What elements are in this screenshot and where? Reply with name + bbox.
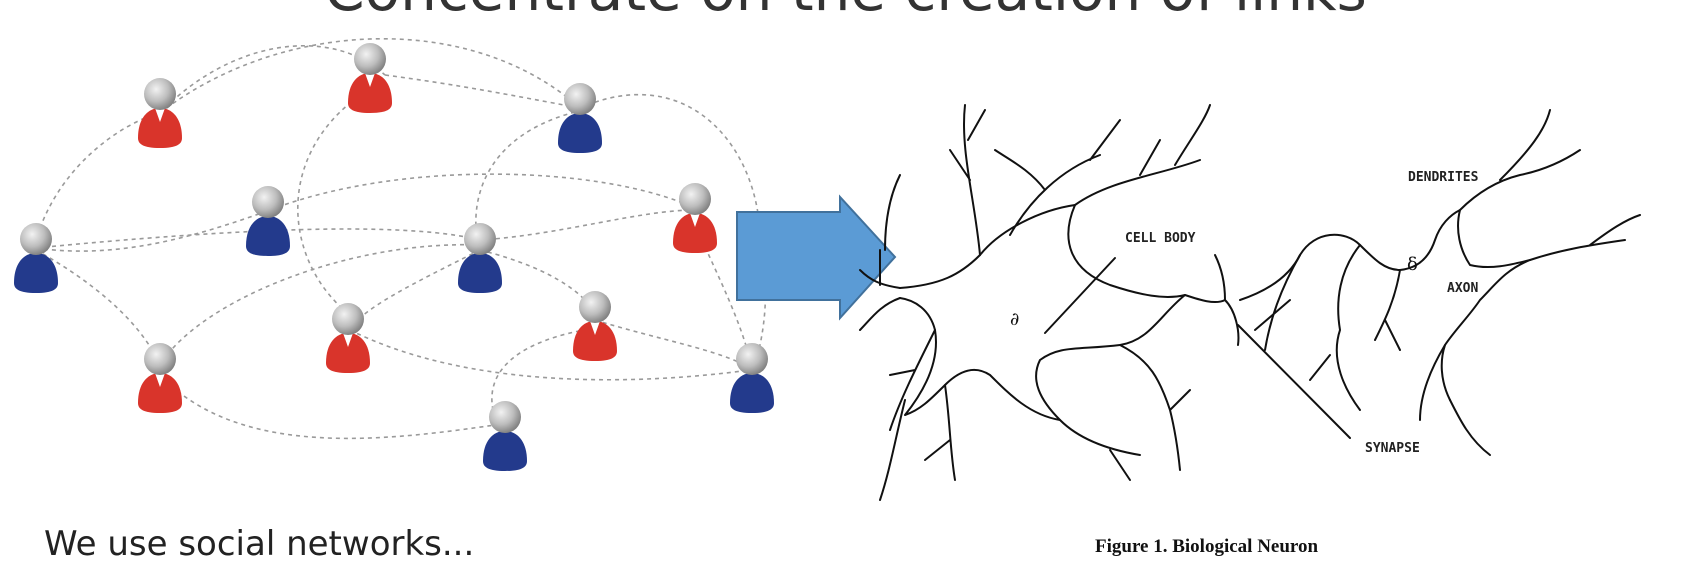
nucleus-mark: ∂ (1010, 309, 1019, 330)
person-node-red (138, 343, 182, 413)
person-node-red (138, 78, 182, 148)
network-nodes (14, 43, 774, 471)
label-synapse: SYNAPSE (1365, 441, 1420, 456)
figure-caption: Figure 1. Biological Neuron (1095, 536, 1319, 557)
person-node-red (326, 303, 370, 373)
person-node-red (673, 183, 717, 253)
label-cell-body: CELL BODY (1125, 231, 1196, 246)
neuron-figure (859, 104, 1641, 501)
social-network-diagram (14, 37, 774, 471)
person-node-red (348, 43, 392, 113)
person-node-blue (483, 401, 527, 471)
nucleus-mark: δ (1407, 254, 1418, 275)
slide-caption: We use social networks... (44, 524, 475, 564)
label-dendrites: DENDRITES (1408, 170, 1479, 185)
person-node-blue (730, 343, 774, 413)
person-node-red (573, 291, 617, 361)
slide-title: Concentrate on the creation of links (0, 0, 1691, 24)
network-links (35, 37, 767, 440)
right-arrow-icon (736, 194, 897, 321)
person-node-blue (246, 186, 290, 256)
person-node-blue (558, 83, 602, 153)
label-axon: AXON (1447, 281, 1478, 296)
